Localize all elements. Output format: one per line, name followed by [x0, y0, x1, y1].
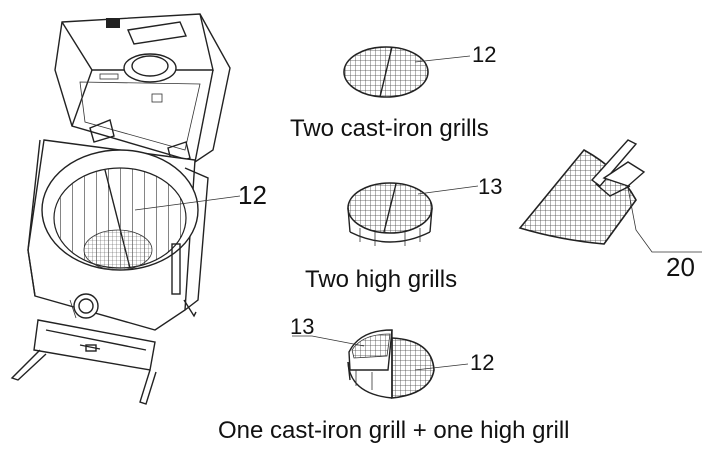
grill-lifter-illustration [518, 139, 702, 253]
callout-combo-12: 12 [470, 350, 494, 375]
cast-iron-grills-illustration [343, 46, 471, 98]
high-grills-illustration [347, 182, 479, 246]
callout-cast-iron-12: 12 [472, 42, 496, 67]
callout-high-13: 13 [478, 174, 502, 199]
grill-unit-illustration [10, 13, 241, 405]
callout-grill-12: 12 [238, 180, 267, 210]
caption-cast-iron: Two cast-iron grills [290, 115, 489, 142]
callout-tool-20: 20 [666, 252, 695, 282]
callout-combo-13: 13 [290, 314, 314, 339]
combo-grills-illustration [292, 329, 469, 399]
caption-high: Two high grills [305, 266, 457, 293]
caption-combo: One cast-iron grill + one high grill [218, 417, 570, 444]
